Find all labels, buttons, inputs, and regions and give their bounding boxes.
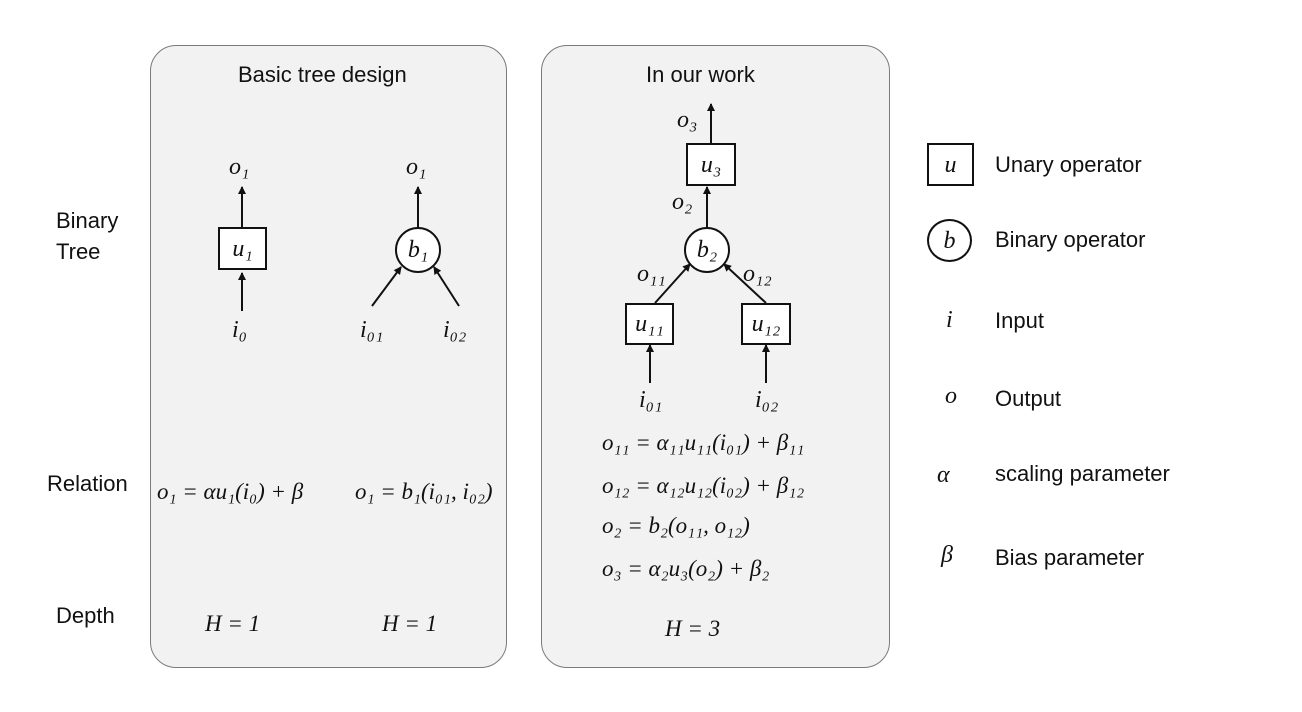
- arrow-o12: [723, 263, 767, 304]
- left-binary-node-label: b₁: [407, 237, 429, 263]
- arrow-o11: [654, 263, 691, 304]
- right-equation-3: o₂ = b₂(o₁₁, o₁₂): [602, 513, 750, 538]
- right-top-node: u₃: [686, 143, 736, 186]
- right-equation-2: o₁₂ = α₁₂u₁₂(i₀₂) + β₁₂: [602, 473, 805, 498]
- arrow-i02-in: [433, 266, 460, 307]
- left-depth-unary: H = 1: [205, 611, 261, 636]
- legend-unary-label: Unary operator: [995, 152, 1142, 177]
- legend-unary-symbol: u: [927, 143, 974, 186]
- left-binary-input-2: i₀₂: [443, 317, 467, 343]
- our-work-title: In our work: [646, 62, 755, 87]
- right-right-node: u₁₂: [741, 303, 791, 345]
- right-equation-4: o₃ = α₂u₃(o₂) + β₂: [602, 556, 770, 581]
- right-right-node-label: u₁₂: [751, 311, 781, 337]
- right-left-node-label: u₁₁: [635, 311, 664, 337]
- right-left-node: u₁₁: [625, 303, 674, 345]
- legend-alpha-label: scaling parameter: [995, 461, 1170, 486]
- arrow-i01-in: [371, 266, 402, 307]
- row-label-depth: Depth: [56, 603, 115, 628]
- legend-beta-symbol: β: [941, 542, 953, 568]
- legend-output-symbol: o: [945, 383, 957, 409]
- right-top-node-label: u₃: [700, 151, 722, 178]
- legend-unary-symbol-label: u: [944, 151, 957, 178]
- left-binary-input-1: i₀₁: [360, 317, 384, 343]
- right-left-input: i₀₁: [639, 387, 663, 413]
- left-unary-input: i₀: [232, 317, 248, 343]
- row-label-relation: Relation: [47, 471, 128, 496]
- left-relation-binary: o₁ = b₁(i₀₁, i₀₂): [355, 479, 493, 504]
- row-label-binary-tree: Binary Tree: [56, 208, 119, 264]
- right-right-input: i₀₂: [755, 387, 779, 413]
- legend-binary-symbol-label: b: [943, 227, 956, 254]
- right-depth: H = 3: [665, 616, 721, 641]
- left-unary-output: o₁: [229, 154, 250, 180]
- basic-tree-panel: [150, 45, 507, 668]
- legend-alpha-symbol: α: [937, 462, 950, 488]
- left-binary-output: o₁: [406, 154, 427, 180]
- left-relation-unary: o₁ = αu₁(i₀) + β: [157, 479, 304, 504]
- legend-beta-label: Bias parameter: [995, 545, 1145, 570]
- right-binary-node-label: b₂: [696, 237, 718, 263]
- left-depth-binary: H = 1: [382, 611, 438, 636]
- basic-tree-title: Basic tree design: [238, 62, 407, 87]
- right-mid-output: o₂: [672, 189, 693, 215]
- legend-binary-symbol: b: [927, 219, 972, 262]
- legend-binary-label: Binary operator: [995, 227, 1146, 252]
- legend-input-symbol: i: [946, 307, 953, 333]
- right-right-output: o₁₂: [743, 261, 772, 287]
- legend-input-label: Input: [995, 308, 1044, 333]
- left-binary-node: b₁: [395, 227, 441, 273]
- legend-output-label: Output: [995, 386, 1062, 411]
- right-binary-node: b₂: [684, 227, 730, 273]
- right-top-output: o₃: [677, 107, 698, 133]
- left-unary-node: u₁: [218, 227, 267, 270]
- right-left-output: o₁₁: [637, 261, 666, 287]
- right-equation-1: o₁₁ = α₁₁u₁₁(i₀₁) + β₁₁: [602, 430, 805, 455]
- left-unary-node-label: u₁: [232, 235, 253, 262]
